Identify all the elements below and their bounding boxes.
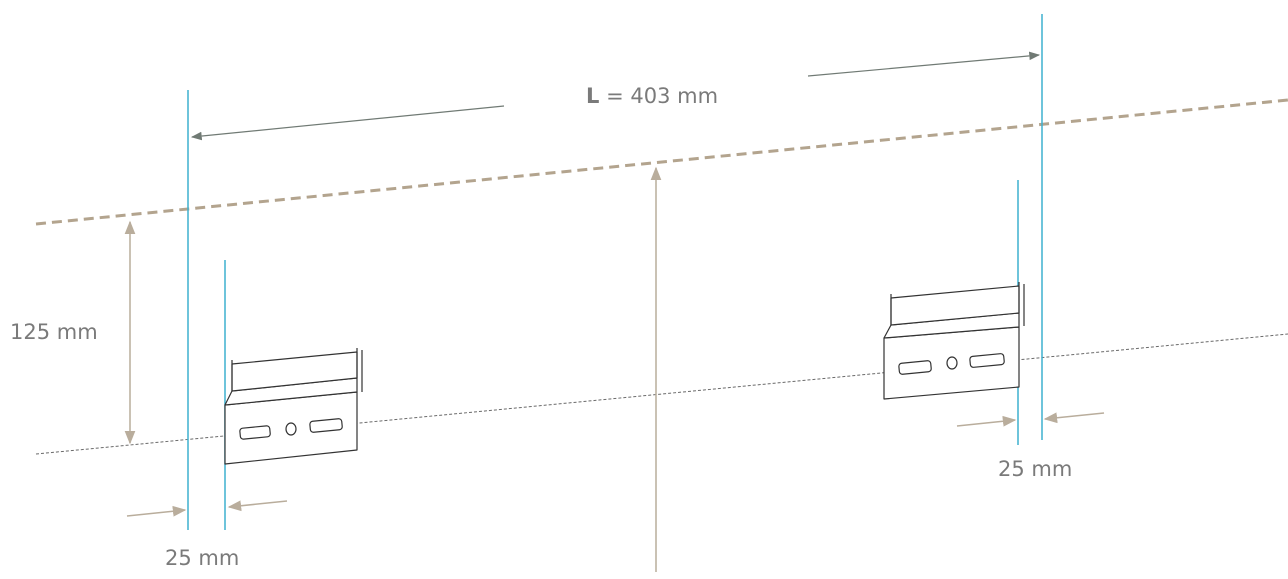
right-offset-arrow-out (1043, 412, 1105, 424)
length-symbol: L (586, 84, 600, 108)
length-value: = 403 mm (606, 84, 719, 108)
right-offset-arrow-in (956, 415, 1017, 427)
top-offset-label: 125 mm (10, 320, 98, 344)
length-arrow-right (807, 51, 1041, 77)
right-edge-offset-label: 25 mm (998, 457, 1073, 481)
left-bracket (224, 348, 363, 465)
length-arrow-left (190, 105, 505, 141)
left-offset-arrow-out (227, 500, 288, 512)
mounting-dotted-line (35, 333, 1288, 455)
top-reference-dashed-line (35, 98, 1288, 226)
left-edge-offset-label: 25 mm (165, 546, 240, 570)
right-bracket (883, 282, 1025, 400)
length-label: L = 403 mm (586, 84, 718, 108)
left-offset-arrow-in (126, 505, 187, 517)
